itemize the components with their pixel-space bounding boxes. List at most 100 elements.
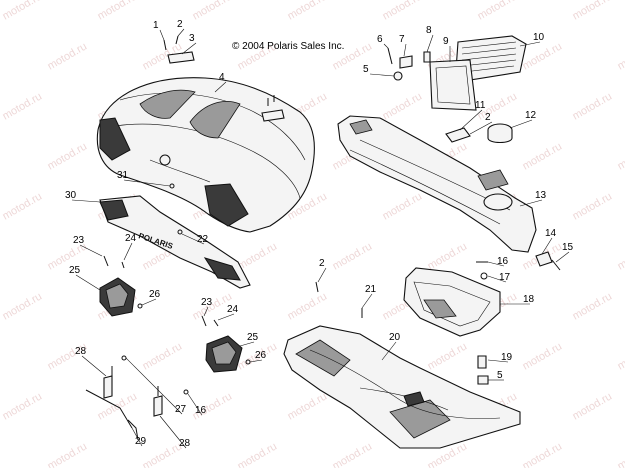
leader-line [79,244,103,257]
leader-line [181,233,205,245]
callout-11: 11 [475,100,486,111]
watermark-text: motod.ru [286,0,330,23]
headlight-assembly-right [205,335,243,373]
callout-27: 27 [175,404,187,415]
watermark-text: motod.ru [521,140,565,172]
callout-12: 12 [525,110,537,121]
watermark-text: motod.ru [1,190,45,222]
footwell-part [283,325,521,449]
callout-9: 9 [443,36,449,47]
callout-16: 16 [497,256,509,267]
copyright-text: © 2004 Polaris Sales Inc. [232,41,344,52]
callout-15: 15 [562,242,574,253]
callout-2: 2 [177,19,183,30]
watermark-text: motod.ru [571,190,615,222]
callout-24: 24 [227,304,239,315]
leader-line [383,43,389,49]
lid-hardware [387,47,431,81]
callout-13: 13 [535,190,547,201]
callout-1: 1 [153,20,159,31]
watermark-text: motod.ru [331,240,375,272]
watermark-text: motod.ru [616,440,625,468]
watermark-text: motod.ru [1,390,45,422]
callout-28: 28 [75,346,87,357]
leader-line [487,261,505,267]
watermark-text: motod.ru [46,140,90,172]
tub-fasteners [476,261,488,280]
leader-line [509,119,533,129]
leader-line [249,359,263,363]
hood-latch-parts [163,35,285,122]
leader-line [519,199,543,207]
callout-14: 14 [545,228,557,239]
callout-30: 30 [65,190,77,201]
leader-line [426,34,434,53]
callout-17: 17 [499,272,511,283]
watermark-text: motod.ru [571,90,615,122]
watermark-text: motod.ru [286,390,330,422]
leader-line [159,29,165,41]
watermark-text: motod.ru [381,0,425,23]
watermark-text: motod.ru [426,240,470,272]
leader-line [177,28,185,37]
leader-line [131,427,143,447]
callout-3: 3 [189,33,195,44]
leader-line [369,73,395,77]
callout-31: 31 [117,170,129,181]
watermark-text: motod.ru [426,340,470,372]
watermark-text: motod.ru [521,440,565,468]
leader-line [487,359,509,363]
callout-16: 16 [195,405,207,416]
leader-line [239,341,255,347]
rear-fender-part [337,115,537,253]
watermark-text: motod.ru [616,340,625,372]
leader-line [381,341,397,361]
callout-10: 10 [533,32,545,43]
callout-5: 5 [363,64,369,75]
callout-23: 23 [201,297,213,308]
callout-19: 19 [501,352,513,363]
leader-line [187,393,203,416]
watermark-text: motod.ru [571,390,615,422]
callout-22: 22 [197,234,209,245]
leader-line [317,267,327,283]
watermark-text: motod.ru [191,0,235,23]
callout-23: 23 [73,235,85,246]
watermark-text: motod.ru [96,0,140,23]
watermark-text: motod.ru [616,40,625,72]
watermark-text: motod.ru [1,290,45,322]
watermark-text: motod.ru [571,290,615,322]
leader-line [123,242,133,261]
callout-6: 6 [377,34,383,45]
callout-4: 4 [219,72,225,83]
watermark-text: motod.ru [236,240,280,272]
leader-line [141,298,157,306]
lower-hardware [85,355,189,441]
callout-26: 26 [255,350,267,361]
callout-21: 21 [365,284,377,295]
callout-28: 28 [179,438,191,449]
callout-29: 29 [135,436,147,447]
callout-25: 25 [69,265,81,276]
leader-line [81,355,107,377]
pad-part [445,127,471,143]
callout-2: 2 [485,112,491,123]
fuel-cap-part [487,123,513,144]
leader-line [541,237,553,255]
leader-line [71,199,101,203]
watermark-text: motod.ru [1,0,45,23]
leader-line [459,109,483,131]
leader-line [361,293,373,309]
leader-line [519,41,541,47]
leader-line [469,121,493,135]
watermark-text: motod.ru [381,190,425,222]
watermark-text: motod.ru [141,440,185,468]
watermark-text: motod.ru [46,440,90,468]
callout-5: 5 [497,370,503,381]
callout-7: 7 [399,34,405,45]
leader-line [75,274,101,291]
storage-tub-part [403,267,501,337]
